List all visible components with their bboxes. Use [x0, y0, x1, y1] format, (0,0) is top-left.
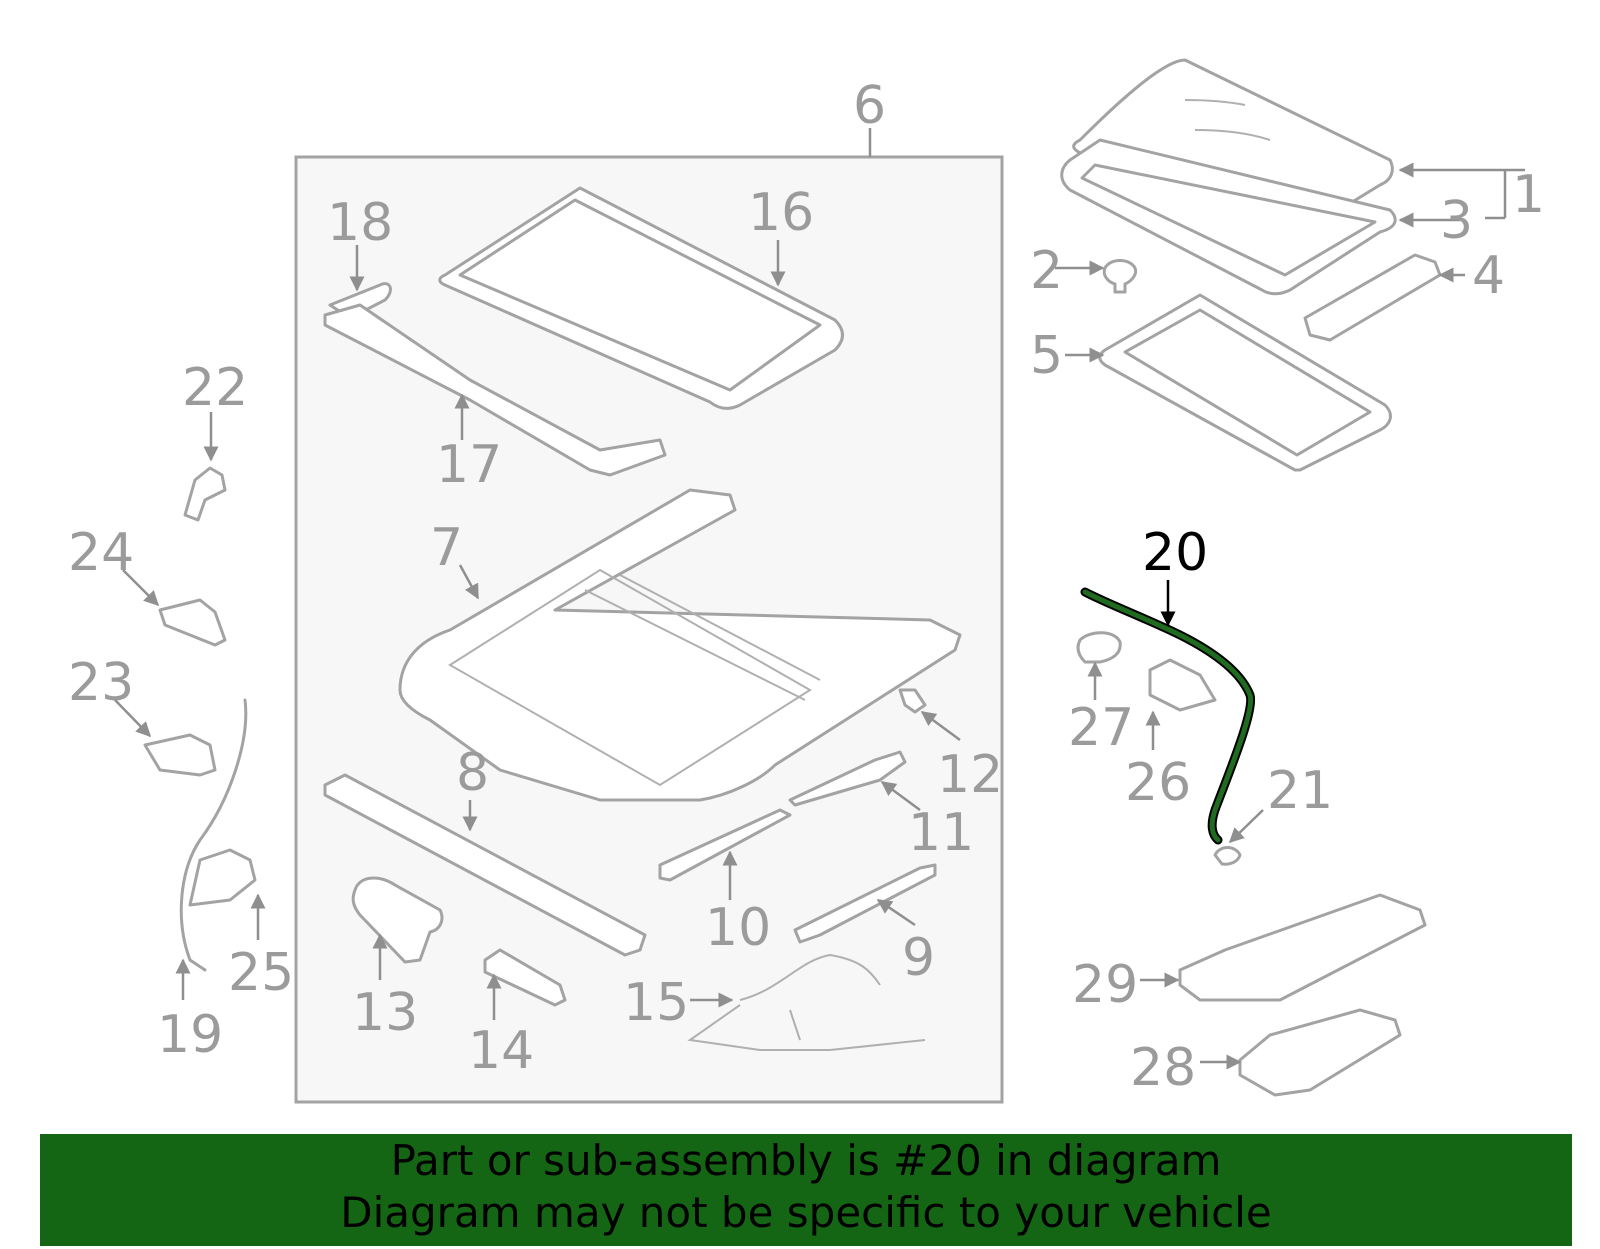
part-19-drain-hose — [179, 698, 248, 972]
part-24-bracket — [158, 598, 227, 647]
part-11-cable — [788, 750, 907, 807]
part-27-clip — [1076, 631, 1122, 664]
callout-10: 10 — [705, 898, 771, 958]
callout-4: 4 — [1472, 246, 1505, 306]
callout-22: 22 — [182, 358, 248, 418]
callout-24: 24 — [68, 523, 134, 583]
part-14-switch — [483, 948, 567, 1007]
callout-27: 27 — [1068, 698, 1134, 758]
callout-9: 9 — [902, 928, 935, 988]
callout-7: 7 — [430, 518, 463, 578]
callout-15: 15 — [623, 973, 689, 1033]
callout-8: 8 — [456, 743, 489, 803]
part-29-sunvisor — [1178, 893, 1427, 1002]
part-12-bolt — [898, 688, 927, 714]
callout-12: 12 — [937, 745, 1003, 805]
callout-29: 29 — [1072, 955, 1138, 1015]
callout-26: 26 — [1125, 753, 1191, 813]
banner-line-2: Diagram may not be specific to your vehi… — [340, 1188, 1272, 1237]
part-26-bracket — [1148, 658, 1217, 712]
callout-2: 2 — [1030, 241, 1063, 301]
part-21-grommet — [1213, 846, 1242, 866]
callout-1: 1 — [1512, 165, 1545, 225]
part-17-rail — [323, 303, 667, 477]
part-7-frame — [398, 488, 962, 802]
callout-16: 16 — [748, 183, 814, 243]
callout-11: 11 — [908, 803, 974, 863]
callout-28: 28 — [1130, 1038, 1196, 1098]
part-2-clip — [1102, 259, 1138, 294]
part-25-bracket — [188, 848, 257, 907]
callout-19: 19 — [157, 1005, 223, 1065]
callout-5: 5 — [1030, 326, 1063, 386]
banner-line-1: Part or sub-assembly is #20 in diagram — [390, 1136, 1222, 1185]
callout-21: 21 — [1267, 761, 1333, 821]
leader-lines — [114, 162, 1525, 1070]
callout-14: 14 — [468, 1021, 534, 1081]
callout-23: 23 — [68, 653, 134, 713]
callout-18: 18 — [327, 193, 393, 253]
part-22-clip — [183, 466, 227, 522]
callout-25: 25 — [228, 943, 294, 1003]
callout-20: 20 — [1142, 523, 1208, 583]
part-8-rail — [323, 773, 647, 957]
part-10-guide — [658, 808, 792, 882]
callout-3: 3 — [1440, 191, 1473, 251]
callout-13: 13 — [352, 983, 418, 1043]
part-3-frame — [1060, 138, 1397, 296]
part-13-motor — [351, 876, 444, 964]
part-28-lamp — [1238, 1008, 1402, 1097]
part-9-deflector — [793, 863, 937, 944]
part-23-bracket — [143, 733, 217, 777]
callout-17: 17 — [436, 435, 502, 495]
part-15-harness — [687, 953, 926, 1051]
part-16-sunshade — [438, 186, 844, 410]
callout-6: 6 — [853, 76, 886, 136]
info-banner: Part or sub-assembly is #20 in diagram D… — [40, 1134, 1572, 1246]
